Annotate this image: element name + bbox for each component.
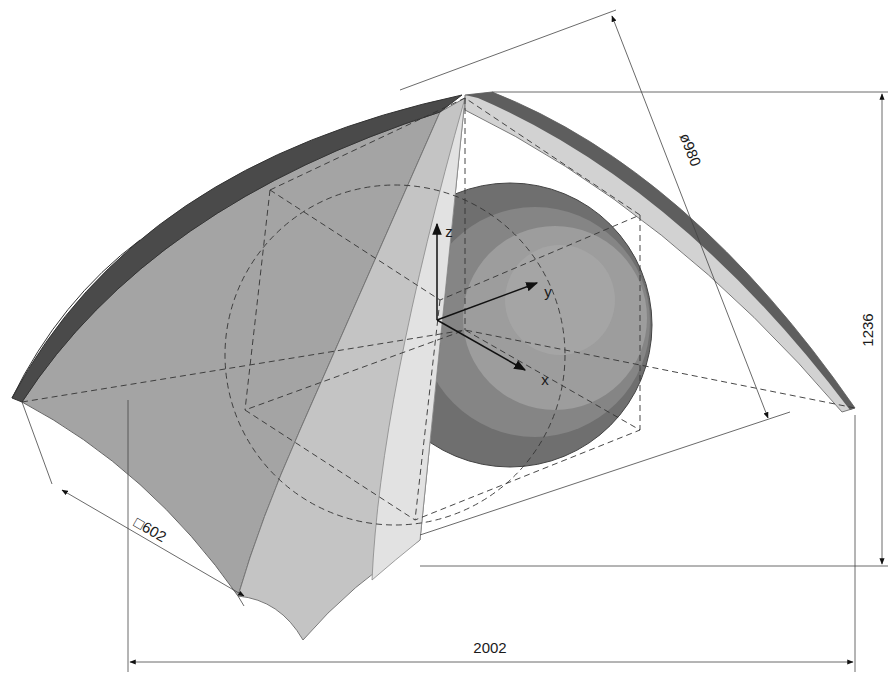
- dimension-lines: [22, 10, 888, 672]
- axis-label: y: [542, 284, 554, 301]
- axes: [437, 224, 537, 370]
- diameter-dimension: ø980: [675, 129, 704, 171]
- hidden-lines: [22, 98, 855, 525]
- width-dimension: 2002: [471, 640, 508, 657]
- left-panel: [12, 95, 465, 640]
- axis-label: z: [443, 224, 455, 241]
- height-dimension: 1236: [860, 311, 877, 348]
- axis-label: x: [539, 372, 551, 389]
